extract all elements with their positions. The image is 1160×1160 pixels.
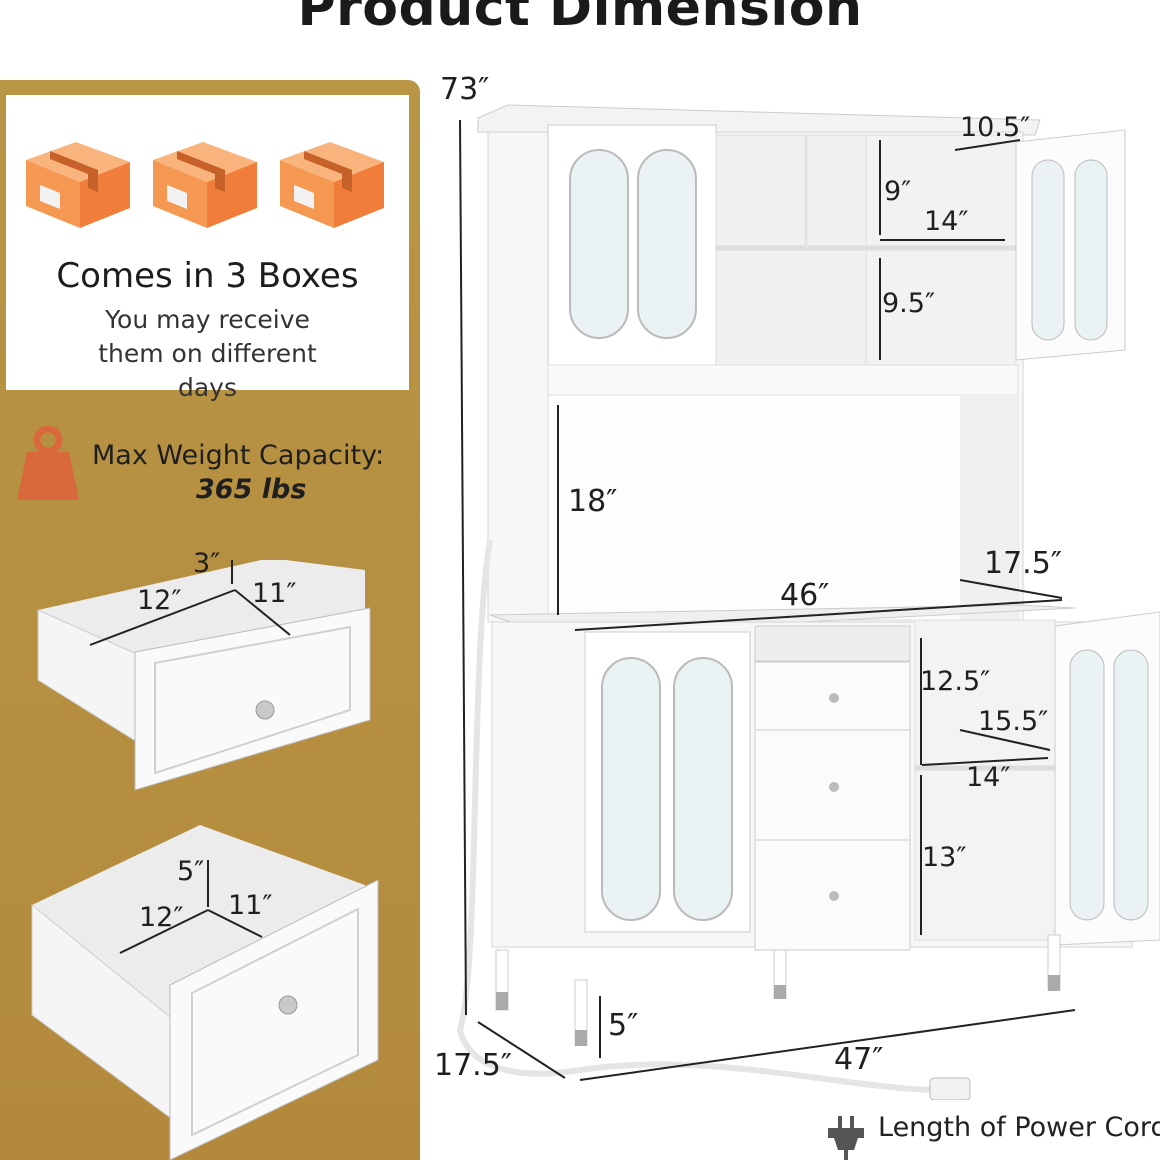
- top-shelf-height-lower: 9.5″: [882, 288, 936, 319]
- page-title: Product Dimension: [297, 0, 863, 38]
- drawer-large-width: 12″: [139, 902, 184, 933]
- lower-bottom-height: 13″: [922, 842, 967, 873]
- box-icon: [280, 142, 384, 228]
- weight-label: Max Weight Capacity:: [92, 440, 385, 471]
- drawer-small-width: 12″: [137, 585, 182, 616]
- lower-upper-height: 12.5″: [920, 666, 991, 697]
- top-door-width: 10.5″: [960, 112, 1031, 143]
- box-icon: [26, 142, 130, 228]
- plug-icon: [828, 1116, 864, 1160]
- cabinet-image: [456, 104, 1160, 1100]
- boxes-count: Comes in 3 Boxes: [56, 256, 359, 296]
- weight-icon: [17, 426, 79, 500]
- lower-shelf-width: 15.5″: [978, 706, 1049, 737]
- box-icon: [153, 142, 257, 228]
- hutch-opening-height: 18″: [568, 484, 618, 519]
- weight-value: 365 lbs: [196, 474, 307, 505]
- boxes-note: You may receive them on different days: [98, 305, 317, 402]
- total-height: 73″: [440, 72, 490, 107]
- drawer-small-depth: 11″: [252, 578, 297, 609]
- base-depth: 17.5″: [434, 1048, 513, 1083]
- drawer-large-depth: 11″: [228, 890, 273, 921]
- drawer-small-image: [37, 560, 371, 791]
- leg-height: 5″: [608, 1008, 639, 1043]
- top-shelf-height-upper: 9″: [884, 176, 912, 207]
- base-width: 47″: [834, 1042, 884, 1077]
- drawer-small-height: 3″: [193, 548, 221, 579]
- counter-width: 46″: [780, 578, 830, 613]
- top-shelf-depth: 14″: [924, 206, 969, 237]
- drawer-large-image: [31, 825, 379, 1160]
- lower-shelf-depth: 14″: [966, 762, 1011, 793]
- drawer-large-height: 5″: [177, 856, 205, 887]
- power-cord-label: Length of Power Cord: [878, 1112, 1160, 1143]
- counter-depth: 17.5″: [984, 546, 1063, 581]
